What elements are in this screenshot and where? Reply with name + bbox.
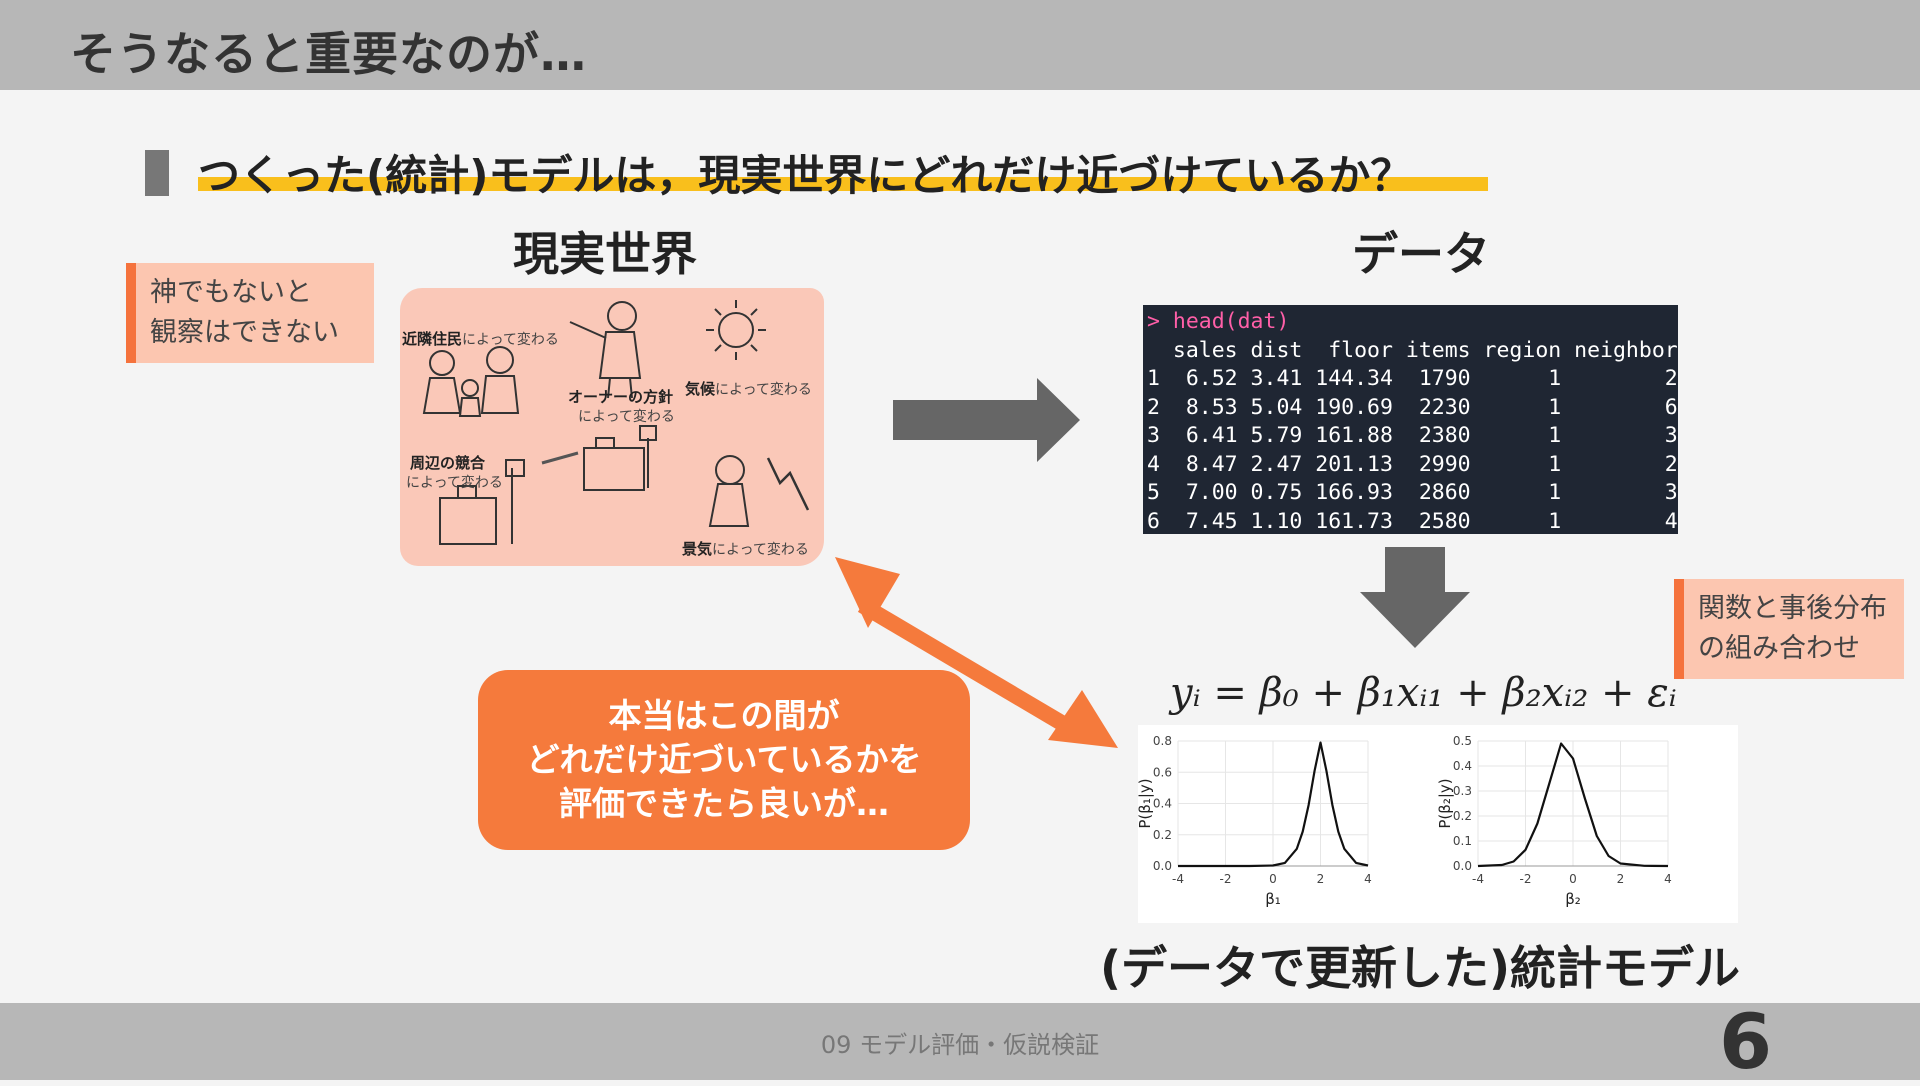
heading-highlight (198, 177, 1488, 191)
density-curve (1477, 742, 1669, 868)
model-formula: yᵢ = β₀ + β₁xᵢ₁ + β₂xᵢ₂ + εᵢ (1170, 670, 1677, 716)
arrow-down-icon (1360, 547, 1470, 648)
x-tick-label: -2 (1520, 872, 1532, 886)
y-tick-label: 0.2 (1153, 828, 1172, 842)
y-tick-label: 0.0 (1453, 859, 1472, 873)
competition-caption-sub: によって変わる (406, 475, 503, 491)
arrow-right-icon (893, 378, 1080, 462)
posterior-plots-svg: -4 -2 0 2 4 0.0 0.2 0.4 0.6 0.8 β₁ P(β₁|y) -4 -2 0 2 4 0.… (1136, 734, 1672, 908)
x-tick-label: 2 (1617, 872, 1625, 886)
console-row: 3 6.41 5.79 161.88 2380 1 3 (1147, 423, 1678, 448)
console-header: sales dist floor items region neighbor (1147, 337, 1678, 363)
x-tick-label: 4 (1364, 872, 1372, 886)
y-tick-label: 0.4 (1453, 759, 1472, 773)
x-tick-label: 0 (1269, 872, 1277, 886)
y-tick-label: 0.4 (1153, 797, 1172, 811)
console-row: 2 8.53 5.04 190.69 2230 1 6 (1147, 394, 1678, 420)
console-prompt: > head(dat) (1147, 309, 1290, 334)
y-tick-label: 0.5 (1453, 734, 1472, 748)
density-curve (1178, 741, 1369, 868)
owner-caption: オーナーの方針 (568, 388, 674, 406)
illustration-sketch (422, 300, 810, 545)
console-row: 6 7.45 1.10 161.73 2580 1 4 (1147, 508, 1678, 534)
economy-caption: 景気によって変わる (682, 540, 809, 558)
page-number: 6 (1719, 997, 1772, 1086)
evaluation-callout: 本当はこの間が どれだけ近づいているかを 評価できたら良いが… (478, 670, 970, 850)
footer-bar: 09 モデル評価・仮説検証 6 (0, 997, 1920, 1086)
r-console-output: > head(dat) sales dist floor items regio… (1143, 305, 1678, 534)
x-tick-label: -2 (1220, 872, 1232, 886)
console-row: 5 7.00 0.75 166.93 2860 1 3 (1147, 480, 1678, 505)
weather-caption: 気候によって変わる (685, 380, 812, 398)
console-row: 1 6.52 3.41 144.34 1790 1 2 (1147, 366, 1678, 391)
x-tick-label: 4 (1664, 872, 1672, 886)
callout-line2: どれだけ近づいているかを (526, 740, 922, 779)
function-note-line1: 関数と事後分布 (1698, 593, 1887, 624)
double-arrow-icon (835, 557, 1118, 748)
owner-caption-sub: によって変わる (578, 409, 675, 425)
x-tick-label: -4 (1172, 872, 1184, 886)
y-tick-label: 0.3 (1453, 784, 1472, 798)
y-tick-label: 0.8 (1153, 734, 1172, 748)
real-world-illustration: 近隣住民によって変わる オーナーの方針 によって変わる 気候によって変わる 周辺… (400, 288, 824, 566)
function-note-line2: の組み合わせ (1698, 633, 1860, 664)
y-tick-label: 0.2 (1453, 809, 1472, 823)
x-tick-label: 0 (1569, 872, 1577, 886)
footer-text: 09 モデル評価・仮説検証 (820, 1031, 1100, 1059)
callout-line3: 評価できたら良いが… (559, 784, 889, 823)
y-tick-label: 0.6 (1153, 765, 1172, 779)
real-world-label: 現実世界 (513, 227, 697, 281)
observe-note-line2: 観察はできない (150, 317, 339, 348)
slide-title: そうなると重要なのが… (70, 27, 587, 81)
x-axis-label: β₁ (1265, 890, 1281, 908)
callout-line1: 本当はこの間が (608, 696, 840, 735)
function-note: 関数と事後分布 の組み合わせ (1674, 579, 1904, 679)
posterior-plots: -4 -2 0 2 4 0.0 0.2 0.4 0.6 0.8 β₁ P(β₁|y) -4 -2 0 2 4 0.… (1136, 725, 1738, 923)
section-heading: つくった(統計)モデルは，現実世界にどれだけ近づけているか？ (198, 151, 1413, 200)
header-bar: そうなると重要なのが… (0, 0, 1920, 90)
y-axis-label: P(β₁|y) (1138, 778, 1154, 828)
x-tick-label: -4 (1472, 872, 1484, 886)
x-axis-label: β₂ (1565, 890, 1581, 908)
competition-caption: 周辺の競合 (410, 454, 486, 472)
y-tick-label: 0.1 (1453, 834, 1472, 848)
y-tick-label: 0.0 (1153, 859, 1172, 873)
observe-note: 神でもないと 観察はできない (126, 263, 374, 363)
heading-marker (145, 150, 169, 196)
x-tick-label: 2 (1317, 872, 1325, 886)
console-row: 4 8.47 2.47 201.13 2990 1 2 (1147, 451, 1678, 477)
neighbors-caption: 近隣住民によって変わる (402, 330, 559, 348)
model-label: (データで更新した)統計モデル (1100, 941, 1741, 995)
observe-note-line1: 神でもないと (150, 277, 312, 308)
y-axis-label: P(β₂|y) (1436, 778, 1454, 828)
data-label: データ (1352, 227, 1490, 281)
